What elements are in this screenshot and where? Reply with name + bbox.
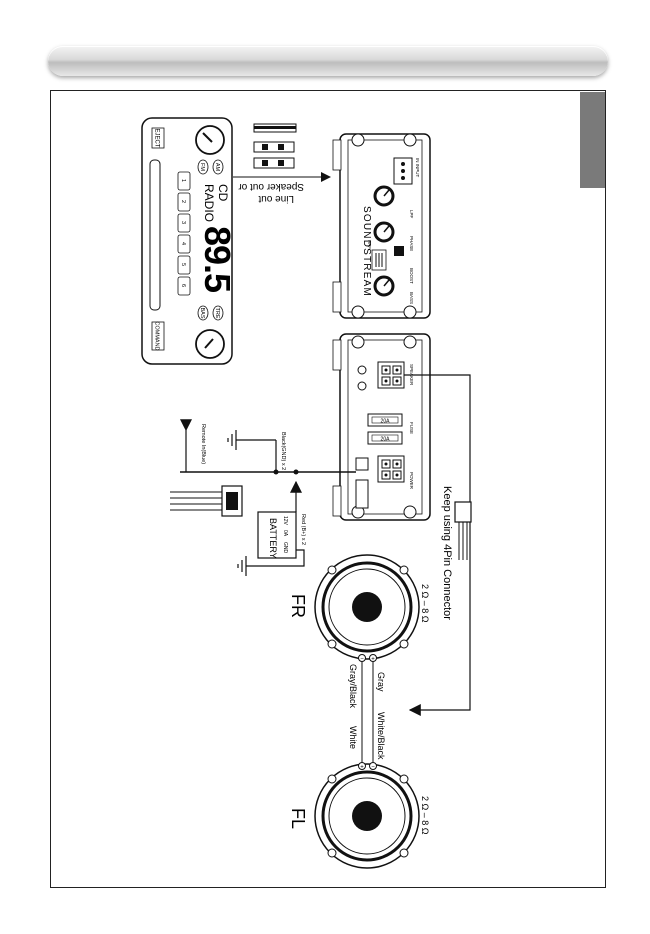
eject-label: EJECT <box>154 128 160 147</box>
speaker-fr-name: FR <box>288 594 308 618</box>
head-unit: EJECT COMMAND AM FM TRE BAS 1 2 3 4 5 6 CD RA… <box>141 117 238 365</box>
hpf-label: HPF <box>367 240 372 249</box>
am-button[interactable]: AM <box>212 159 224 175</box>
speaker-leads: − + + − <box>358 654 377 771</box>
keep-connector-label: Keep using 4Pin Connector <box>441 486 453 620</box>
svg-text:+: + <box>371 657 375 663</box>
fuse-1-rating: 20A <box>381 419 391 425</box>
wire-white-label: White <box>348 726 358 749</box>
power-harness-plug <box>170 485 243 517</box>
fuse-2-rating: 20A <box>381 437 391 443</box>
battery-ground-icon <box>237 556 247 576</box>
preset-label: 4 <box>180 242 186 245</box>
wire-gray-label: Gray <box>376 672 386 692</box>
bass-knob[interactable] <box>373 275 395 297</box>
fuse-2: 20A <box>367 431 403 445</box>
preset-label: 1 <box>180 179 186 182</box>
am-label: AM <box>214 163 220 172</box>
preset-label: 2 <box>180 200 186 203</box>
svg-text:−: − <box>360 657 364 663</box>
amplifier: SPEAKER 20A 20A FUSE POWER <box>332 333 431 521</box>
speaker-fl-name: FL <box>288 808 308 829</box>
preset-buttons: 1 2 3 4 5 6 <box>177 171 191 296</box>
cd-slot <box>149 159 161 311</box>
boost-label: BOOST <box>409 268 414 284</box>
speaker-wire <box>404 374 471 716</box>
power-wire-label: Red (B+) x 2 <box>300 514 306 545</box>
battery <box>257 511 297 559</box>
svg-text:−: − <box>371 765 375 771</box>
speaker-fl <box>314 763 420 869</box>
power-terminal-label: POWER <box>409 472 414 490</box>
bas-button[interactable]: BAS <box>197 305 209 321</box>
phase-label: PHASE <box>409 236 414 251</box>
wire-gray-black-label: Gray/Black <box>348 664 358 709</box>
four-pin-connector <box>454 501 472 560</box>
wire-white-black-label: White/Black <box>376 712 386 760</box>
rca-cables <box>253 123 297 169</box>
fuse-label: FUSE <box>409 422 414 434</box>
processor-input-label: IN INPUT <box>415 158 420 178</box>
volume-knob[interactable] <box>195 125 225 155</box>
speaker-fl-impedance: 2 Ω – 8 Ω <box>420 796 430 835</box>
preset-button-6[interactable]: 6 <box>177 276 191 296</box>
header-bar <box>48 46 608 76</box>
display: CD RADIO 89.5 <box>197 184 238 293</box>
hpf-knob[interactable] <box>373 221 395 243</box>
preset-button-4[interactable]: 4 <box>177 234 191 254</box>
preset-label: 3 <box>180 221 186 224</box>
speaker-fr-impedance: 2 Ω – 8 Ω <box>420 584 430 623</box>
command-button[interactable]: COMMAND <box>151 321 165 351</box>
diagram-frame <box>50 90 606 888</box>
speaker-fr <box>314 554 420 660</box>
input-source-line1: Speaker out or <box>238 181 304 192</box>
ground-wire-label: Black(GND) x 2 <box>280 432 286 470</box>
fm-button[interactable]: FM <box>197 159 209 175</box>
input-source-line2: Line out <box>258 193 294 204</box>
lpf-knob[interactable] <box>373 185 395 207</box>
preset-button-3[interactable]: 3 <box>177 213 191 233</box>
battery-rating-3: GND <box>282 542 288 554</box>
processor: IN INPUT LPF PHASE BOOST BASS HPF SOUNDS… <box>332 133 431 319</box>
bass-label: BASS <box>409 292 414 304</box>
source-line1: CD <box>216 184 230 202</box>
tre-button[interactable]: TRE <box>212 305 224 321</box>
boost-switch[interactable] <box>371 249 387 271</box>
fm-label: FM <box>199 163 205 171</box>
processor-brand: SOUNDSTREAM <box>361 206 372 297</box>
speaker-terminal <box>377 361 405 389</box>
tune-knob[interactable] <box>195 329 225 359</box>
preset-button-1[interactable]: 1 <box>177 171 191 191</box>
bas-label: BAS <box>199 307 205 318</box>
battery-rating-2: 0A <box>282 530 288 537</box>
power-wiring: Remote In(Blue) Black(GND) x 2 Red (B+) … <box>170 419 356 576</box>
input-source-label: Speaker out or Line out <box>238 181 304 204</box>
command-label: COMMAND <box>154 321 160 350</box>
amp-ground-icon <box>227 430 237 450</box>
frequency-readout: 89.5 <box>197 226 238 293</box>
section-tab <box>580 92 605 188</box>
fuse-1: 20A <box>367 413 403 427</box>
phase-switch[interactable] <box>394 246 404 256</box>
preset-button-2[interactable]: 2 <box>177 192 191 212</box>
tre-label: TRE <box>214 308 220 319</box>
battery-label: BATTERY <box>268 518 278 559</box>
eject-button[interactable]: EJECT <box>151 127 165 149</box>
remote-label: Remote In(Blue) <box>200 424 206 464</box>
preset-label: 6 <box>180 284 186 287</box>
battery-rating-1: 12V <box>282 516 288 526</box>
source-line2: RADIO <box>202 184 216 222</box>
preset-label: 5 <box>180 263 186 266</box>
power-terminal <box>377 455 405 483</box>
preset-button-5[interactable]: 5 <box>177 255 191 275</box>
lpf-label: LPF <box>409 210 414 219</box>
svg-text:+: + <box>360 765 364 771</box>
